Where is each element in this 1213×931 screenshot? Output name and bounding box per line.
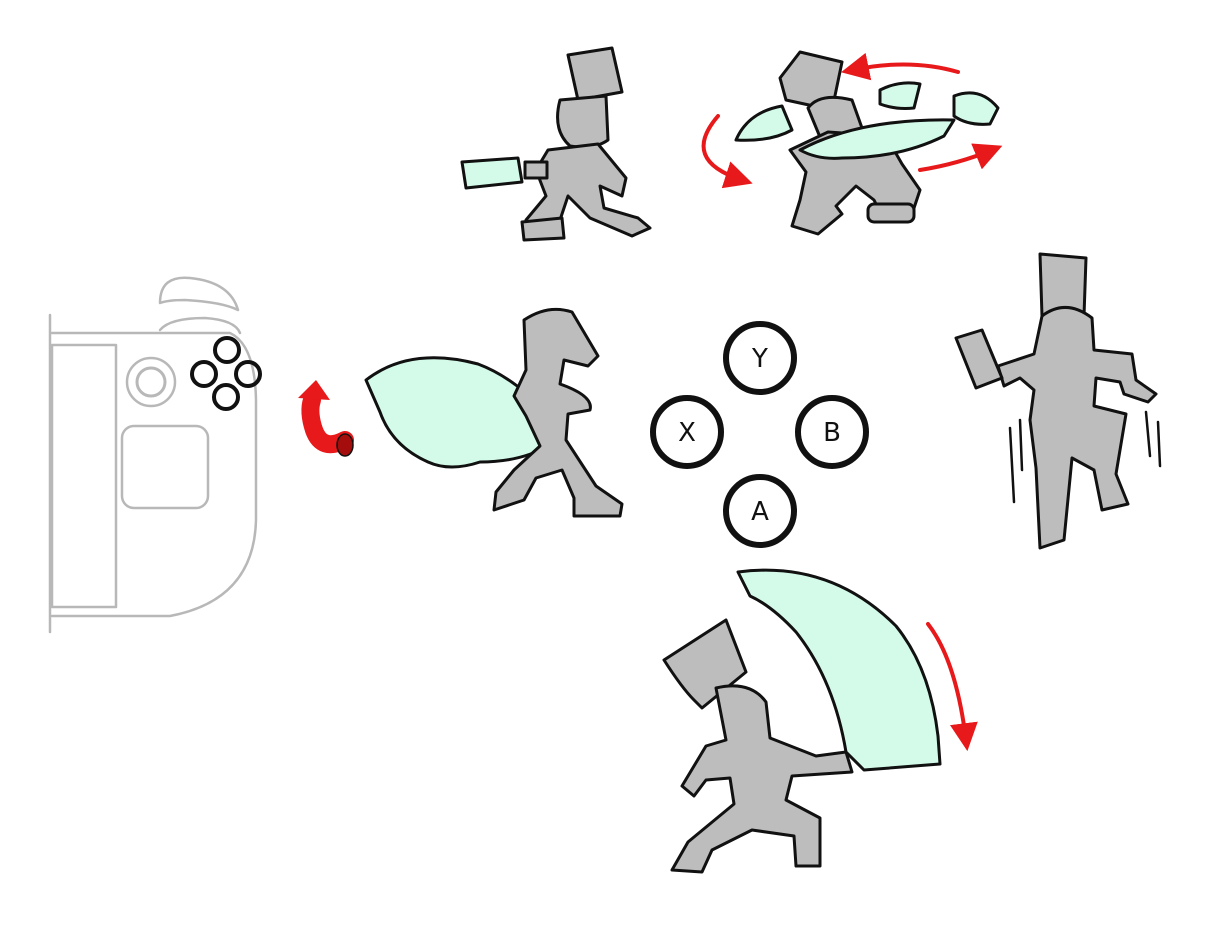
horizontal-slash-figure: [364, 307, 624, 518]
x-button-label: X: [678, 418, 696, 448]
controller-button-left-icon: [190, 360, 218, 388]
controller-button-bottom-icon: [212, 383, 240, 411]
motion-lines-icon: [1008, 410, 1162, 504]
a-button-label: A: [751, 497, 769, 527]
b-button: B: [795, 395, 869, 469]
overhead-slash-figure: [662, 568, 942, 874]
x-button: X: [650, 395, 724, 469]
spin-arrows-icon: [701, 52, 1003, 189]
y-button: Y: [723, 321, 797, 395]
spin-slash-figure: [734, 50, 1000, 236]
y-button-label: Y: [751, 344, 768, 374]
curved-arrow-up-icon: [298, 380, 354, 457]
windup-figure: [460, 46, 652, 242]
jump-figure: [954, 252, 1158, 550]
down-arrow-icon: [926, 622, 978, 752]
a-button: A: [723, 474, 797, 548]
handheld-controller-icon: [48, 276, 258, 634]
controller-button-top-icon: [213, 336, 241, 364]
controller-face-buttons: [190, 336, 262, 411]
face-button-diagram: Y X B A: [650, 321, 869, 548]
b-button-label: B: [823, 418, 841, 448]
controller-button-right-icon: [234, 360, 262, 388]
